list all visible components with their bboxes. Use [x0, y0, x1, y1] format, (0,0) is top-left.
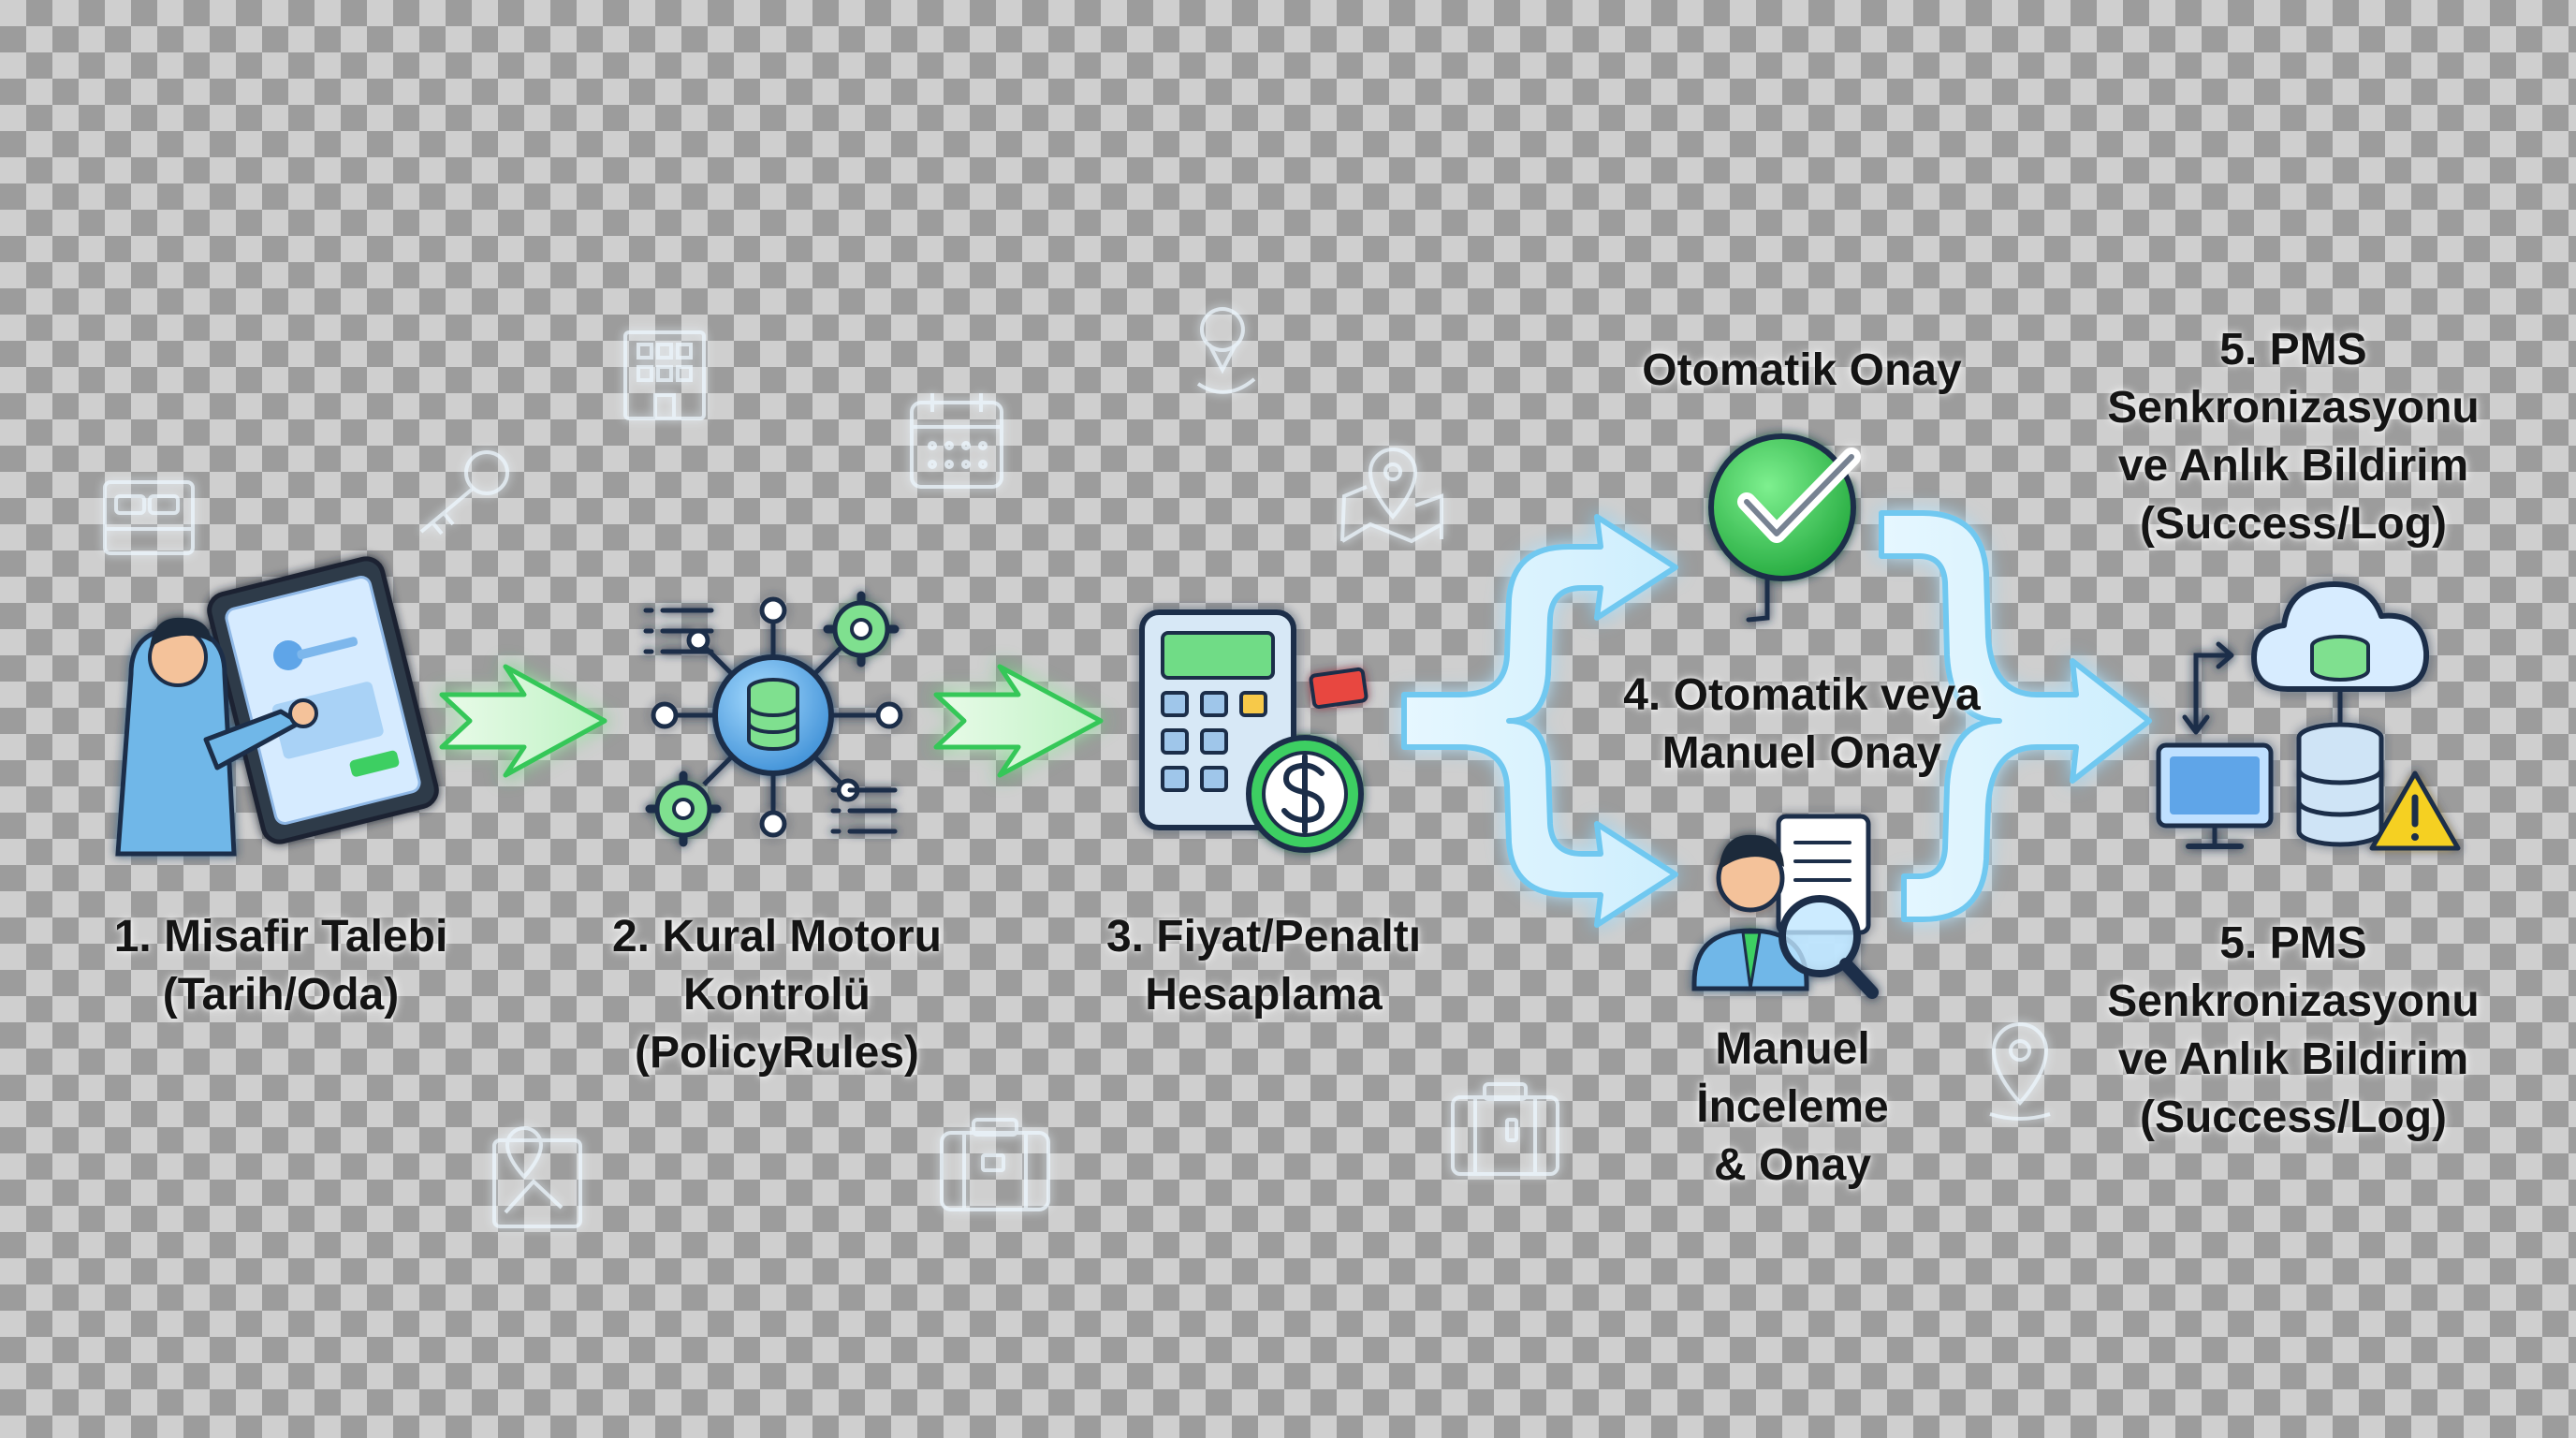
step5-top-label: 5. PMS Senkronizasyonu ve Anlık Bildirim…	[2107, 325, 2480, 549]
background-icons	[103, 307, 2051, 1228]
step3-label: 3. Fiyat/Penaltı Hesaplama	[1105, 912, 1422, 1020]
pms-sync-icon	[2156, 581, 2461, 851]
suitcase-icon	[1451, 1082, 1559, 1176]
map-icon	[1340, 447, 1443, 544]
map-pin-icon	[1196, 307, 1256, 394]
map-pin-icon	[1989, 1021, 2051, 1121]
step5-bottom-label: 5. PMS Senkronizasyonu ve Anlık Bildirim…	[2107, 918, 2480, 1142]
rule-engine-icon	[643, 591, 903, 847]
step1-label: 1. Misafir Talebi (Tarih/Oda)	[113, 912, 448, 1020]
step2-label: 2. Kural Motoru Kontrolü (PolicyRules)	[611, 912, 942, 1078]
calendar-icon	[910, 393, 1003, 489]
suitcase-icon	[940, 1118, 1050, 1211]
arrow-step1-to-step2	[439, 664, 607, 778]
arrow-step2-to-step3	[933, 664, 1104, 778]
bed-icon	[103, 480, 195, 555]
auto-approval-label: Otomatik Onay	[1642, 345, 1962, 395]
check-circle-icon	[1708, 433, 1861, 623]
person-tablet-icon	[115, 556, 439, 857]
manual-review-icon	[1691, 814, 1879, 999]
step4-label: 4. Otomatik veya Manuel Onay	[1623, 670, 1981, 778]
branch-flow-left	[1401, 514, 1678, 928]
hotel-building-icon	[623, 330, 706, 420]
key-icon	[419, 450, 509, 536]
map-icon	[492, 1125, 582, 1228]
calculator-dollar-icon	[1139, 609, 1368, 853]
manual-review-label: Manuel İnceleme & Onay	[1696, 1024, 1889, 1190]
branch-flow-right	[1879, 510, 2152, 922]
